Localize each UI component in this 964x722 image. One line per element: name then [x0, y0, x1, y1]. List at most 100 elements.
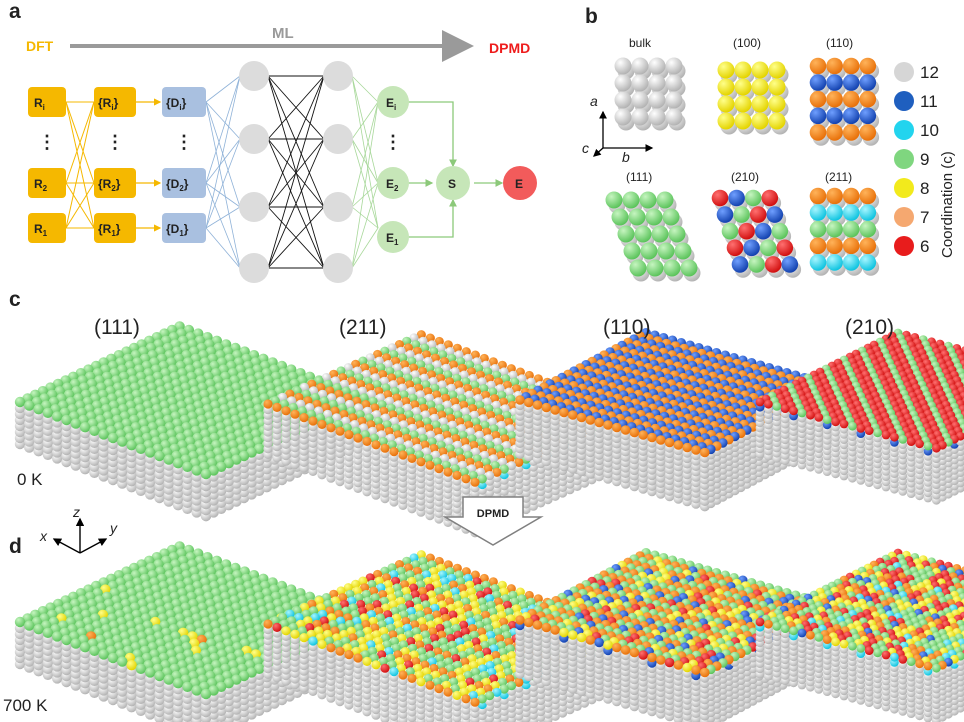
- atom: [743, 239, 760, 257]
- atom: [42, 627, 54, 638]
- cluster-211: [809, 187, 880, 276]
- atom: [809, 187, 827, 205]
- atom: [281, 406, 291, 416]
- atom: [859, 74, 877, 91]
- atom: [772, 402, 782, 411]
- atom: [640, 242, 658, 260]
- energy-node: [377, 167, 409, 199]
- atom: [809, 237, 827, 255]
- atom: [768, 61, 786, 79]
- atom: [568, 410, 578, 420]
- atom: [842, 187, 860, 205]
- atom: [182, 461, 193, 472]
- atom: [751, 78, 769, 96]
- atom: [272, 402, 282, 412]
- hidden-node: [239, 192, 269, 222]
- atom: [33, 624, 44, 635]
- atom: [751, 61, 769, 79]
- atom: [117, 436, 128, 447]
- atom: [648, 91, 666, 109]
- ellipsis: ⋮: [38, 132, 56, 152]
- atom: [700, 447, 710, 458]
- descriptor-box: [162, 87, 206, 117]
- atom: [734, 78, 752, 96]
- atom: [856, 424, 866, 433]
- descriptor-label: {D1}: [166, 222, 189, 238]
- atom: [809, 90, 827, 108]
- atom: [657, 242, 675, 260]
- atom: [576, 412, 587, 423]
- atom: [831, 417, 840, 427]
- atom: [614, 57, 632, 75]
- legend-value: 11: [920, 92, 938, 111]
- atom: [826, 254, 843, 271]
- axis-c-label: c: [582, 140, 589, 156]
- atom: [594, 417, 604, 428]
- atom: [859, 57, 877, 75]
- atom: [662, 208, 680, 226]
- atom: [873, 428, 882, 438]
- ellipsis: ⋮: [175, 132, 193, 152]
- legend-item: 12: [894, 62, 939, 82]
- atom: [859, 254, 877, 271]
- atom: [789, 406, 798, 416]
- atom: [822, 415, 832, 424]
- atom: [668, 225, 686, 243]
- atom: [771, 222, 789, 240]
- descriptor-box: [162, 168, 206, 198]
- atom: [842, 237, 860, 255]
- crystal-axes: [593, 110, 654, 157]
- atom: [764, 256, 782, 273]
- atom: [734, 95, 752, 113]
- atom: [842, 90, 860, 108]
- atom: [906, 437, 916, 446]
- atom: [809, 124, 827, 141]
- atom: [614, 91, 632, 109]
- atom: [915, 439, 924, 449]
- atom: [842, 124, 860, 141]
- atom: [200, 468, 212, 480]
- atom: [290, 409, 300, 419]
- atom: [182, 681, 193, 692]
- atom: [603, 420, 613, 430]
- atom: [623, 242, 641, 260]
- atom: [24, 620, 35, 631]
- atom: [673, 440, 684, 450]
- hidden-layer-links: [267, 75, 325, 269]
- atom: [842, 254, 860, 271]
- set-label: {R1}: [98, 222, 121, 238]
- atom: [407, 453, 417, 463]
- energy-nodes: [377, 86, 470, 253]
- axis-b-label: b: [622, 149, 630, 165]
- atom: [691, 445, 701, 455]
- atom: [14, 616, 26, 628]
- atom: [631, 108, 649, 126]
- atom: [191, 685, 202, 696]
- atom: [308, 416, 318, 426]
- atom: [263, 399, 273, 409]
- hidden-node: [323, 61, 353, 91]
- legend-item: 11: [894, 91, 938, 111]
- sum-label: S: [448, 177, 456, 191]
- atom: [648, 74, 666, 92]
- atom: [14, 396, 26, 408]
- input-label: Ri: [34, 96, 45, 112]
- atom: [751, 95, 769, 113]
- atom: [631, 91, 649, 109]
- atom: [191, 465, 202, 476]
- atom: [859, 237, 877, 255]
- atom: [842, 107, 860, 125]
- atom: [809, 107, 827, 125]
- atom: [749, 206, 767, 223]
- atom: [682, 442, 692, 453]
- atom: [721, 222, 739, 240]
- atom: [614, 108, 632, 126]
- atom: [524, 397, 534, 408]
- atom: [163, 674, 174, 685]
- atom: [585, 415, 596, 425]
- atom: [726, 239, 744, 257]
- atom: [434, 464, 444, 474]
- ellipsis: ⋮: [384, 132, 402, 152]
- atom: [645, 208, 663, 226]
